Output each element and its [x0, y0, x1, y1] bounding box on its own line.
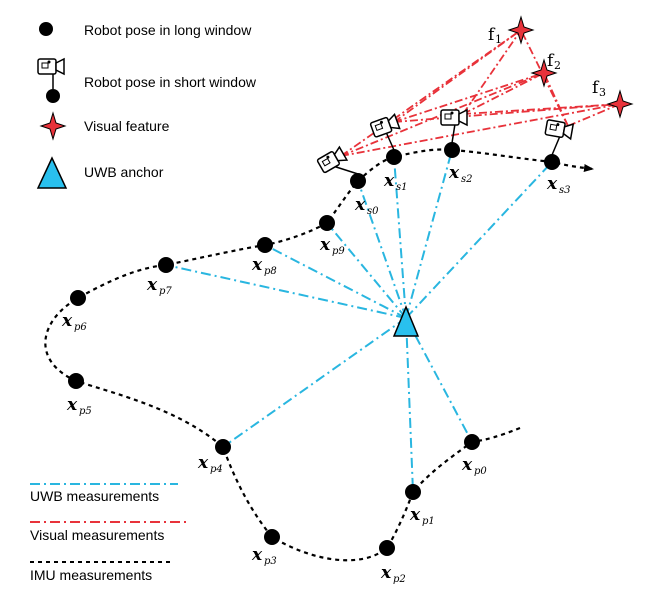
pose-p6-label: x — [61, 311, 73, 331]
legend: Robot pose in long window Robot pose in … — [30, 22, 257, 583]
pose-p0-label: x — [461, 455, 473, 475]
pose-p2-label: x — [380, 563, 392, 583]
pose-p9-subscript: p9 — [332, 246, 345, 257]
pose-p4-label: x — [197, 453, 209, 473]
uwb-measurement-line — [357, 180, 407, 319]
pose-p1-subscript: p1 — [422, 516, 435, 527]
visual-measurement-line — [462, 29, 522, 115]
pose-s0-subscript: s0 — [367, 206, 379, 217]
pose-p6-subscript: p6 — [74, 322, 87, 333]
camera-icon — [369, 113, 401, 139]
camera-mount — [551, 135, 561, 156]
uwb-measurement-line — [405, 317, 414, 493]
feature-label: f — [592, 78, 600, 98]
pose-s0-label: x — [354, 195, 366, 215]
visual-measurement-line — [567, 103, 621, 127]
camera-icons — [316, 109, 574, 175]
legend-long-window-label: Robot pose in long window — [84, 22, 252, 38]
uwb-measurement-line — [165, 264, 407, 319]
pose-s3-label: x — [546, 174, 558, 194]
pose-p1-label: x — [409, 505, 421, 525]
pose-p8-label: x — [251, 255, 263, 275]
feature-label: f — [547, 51, 555, 71]
legend-imu-measurements-label: IMU measurements — [30, 567, 152, 583]
legend-visual-feature-label: Visual feature — [84, 118, 170, 134]
camera-mount — [451, 123, 456, 144]
pose-p7-subscript: p7 — [159, 286, 172, 297]
legend-uwb-anchor-label: UWB anchor — [84, 164, 164, 180]
pose-s1-node — [386, 149, 402, 165]
legend-visual-measurements-label: Visual measurements — [30, 527, 164, 543]
visual-measurement-line — [462, 103, 621, 115]
pose-s3-node — [544, 154, 560, 170]
feature-subscript: 2 — [554, 59, 561, 72]
pose-p0-subscript: p0 — [474, 466, 487, 477]
camera-icon — [544, 118, 574, 140]
uwb-measurement-lines — [165, 149, 553, 493]
visual-measurement-line — [393, 29, 522, 123]
pose-p8-subscript: p8 — [264, 266, 277, 277]
visual-measurement-line — [393, 72, 545, 123]
uwb-anchor-icon — [392, 305, 420, 337]
pose-p3-subscript: p3 — [264, 556, 277, 567]
pose-p1-node — [405, 484, 421, 500]
pose-s1-subscript: s1 — [396, 182, 408, 193]
pose-s2-label: x — [448, 163, 460, 183]
short-window-pose-icon — [37, 58, 65, 103]
uwb-measurement-line — [405, 161, 553, 319]
feature-label: f — [488, 25, 496, 45]
pose-p7-node — [158, 257, 174, 273]
legend-uwb-measurements-label: UWB measurements — [30, 488, 159, 504]
uwb-measurement-line — [405, 149, 453, 319]
pose-p7-label: x — [146, 275, 158, 295]
legend-short-window-label: Robot pose in short window — [84, 74, 257, 90]
uwb-measurement-line — [264, 244, 407, 319]
pose-p3-label: x — [251, 545, 263, 565]
pose-s2-node — [444, 142, 460, 158]
pose-p4-node — [215, 439, 231, 455]
pose-p0-node — [464, 434, 480, 450]
pose-p5-subscript: p5 — [79, 406, 92, 417]
pose-p4-subscript: p4 — [210, 464, 223, 475]
visual-measurement-line — [543, 72, 569, 127]
feature-star-icon — [607, 90, 633, 118]
camera-icon — [440, 109, 468, 126]
pose-p9-node — [319, 215, 335, 231]
visual-measurement-line — [340, 72, 545, 157]
feature-subscript: 1 — [495, 33, 502, 46]
feature-subscript: 3 — [599, 86, 606, 99]
pose-p2-subscript: p2 — [393, 574, 406, 585]
uwb-measurement-line — [393, 156, 407, 319]
uwb-anchor-legend-icon — [36, 156, 68, 189]
camera-mount — [332, 165, 359, 175]
visual-measurement-line — [340, 29, 522, 157]
pose-p8-node — [257, 237, 273, 253]
visual-measurement-line — [462, 72, 545, 115]
visual-feature-icon — [40, 112, 66, 140]
pose-p9-label: x — [319, 235, 331, 255]
pose-p2-node — [379, 540, 395, 556]
pose-p6-node — [70, 290, 86, 306]
feature-star-icon — [508, 16, 534, 44]
uwb-measurement-line — [326, 222, 407, 319]
visual-measurement-line — [340, 103, 621, 157]
pose-s3-subscript: s3 — [559, 185, 571, 196]
uwb-measurement-line — [405, 317, 473, 443]
pose-p5-label: x — [66, 395, 78, 415]
pose-p5-node — [68, 373, 84, 389]
uwb-measurement-line — [222, 317, 407, 448]
pose-s2-subscript: s2 — [461, 174, 473, 185]
camera-mount — [385, 131, 395, 151]
visual-measurement-lines — [340, 29, 621, 157]
pose-s0-node — [350, 173, 366, 189]
pose-s1-label: x — [383, 171, 395, 191]
long-window-pose-icon — [39, 22, 53, 36]
pose-p3-node — [264, 529, 280, 545]
